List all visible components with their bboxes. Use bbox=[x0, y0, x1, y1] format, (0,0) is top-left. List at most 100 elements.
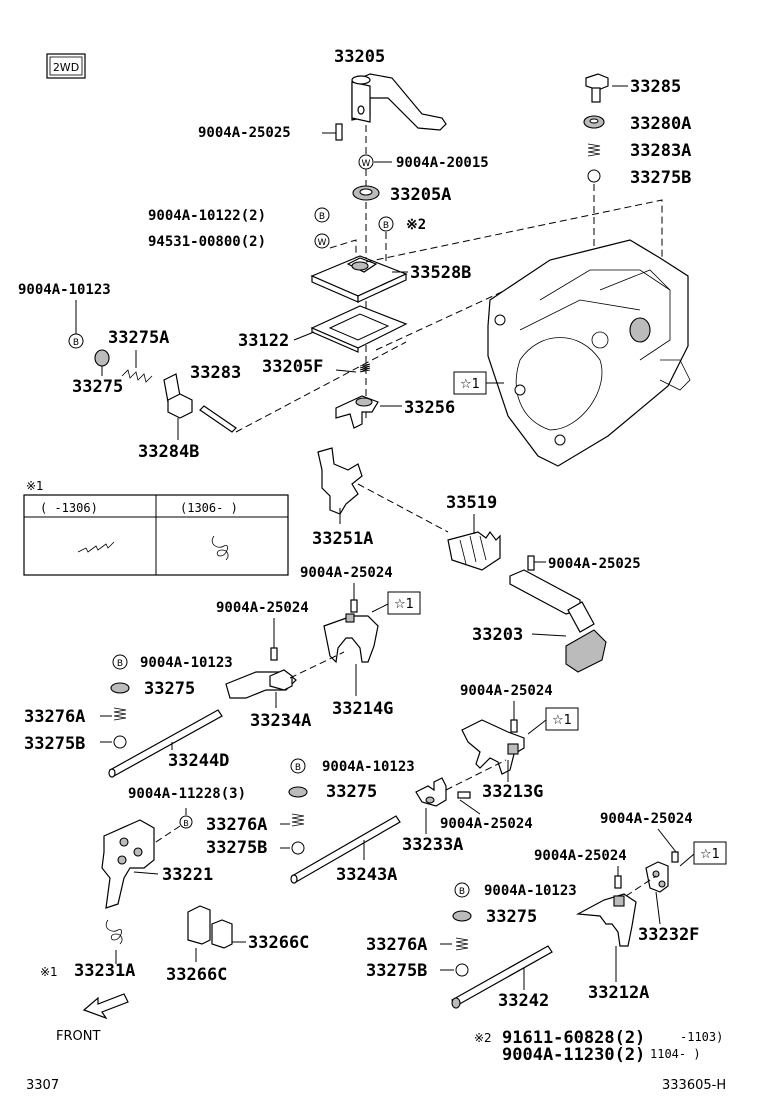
label-33256: 33256 bbox=[404, 398, 455, 418]
label-33275b-top: 33275B bbox=[630, 168, 691, 188]
bolt-b-icon-3 bbox=[378, 216, 394, 232]
star-marker-box-2 bbox=[387, 591, 421, 615]
spring-33231a bbox=[105, 919, 123, 945]
spring-33283a bbox=[587, 143, 601, 157]
label-9004a-10123-c: 9004A-10123 bbox=[322, 759, 415, 775]
note1-col1: ( -1306) bbox=[40, 501, 98, 515]
pin-9004a-25024-d bbox=[457, 791, 471, 799]
footnote2-mark: ※2 bbox=[474, 1031, 492, 1045]
spring-33276a-b bbox=[113, 707, 127, 721]
lever-33256 bbox=[335, 395, 379, 429]
front-label: FRONT bbox=[56, 1029, 100, 1044]
badge-2wd-box bbox=[46, 53, 86, 79]
rail-33243a bbox=[290, 815, 401, 884]
pin-9004a-25025-top bbox=[335, 123, 343, 141]
ball-33275b-b bbox=[113, 735, 127, 749]
gasket-33122 bbox=[310, 305, 408, 353]
label-33213g: 33213G bbox=[482, 782, 543, 802]
label-33275-d: 33275 bbox=[486, 907, 537, 927]
footnote2-line2: 9004A-11230(2) bbox=[502, 1045, 645, 1065]
label-33205: 33205 bbox=[334, 47, 385, 67]
washer-33275-d bbox=[452, 910, 472, 922]
label-9004a-25025-mid: 9004A-25025 bbox=[548, 556, 641, 572]
ball-33275b-d bbox=[455, 963, 469, 977]
bolt-b-icon-4 bbox=[68, 333, 84, 349]
label-9004a-25025-top: 9004A-25025 bbox=[198, 125, 291, 141]
label-33528b: 33528B bbox=[410, 263, 471, 283]
pin-33283 bbox=[199, 405, 237, 433]
label-33283: 33283 bbox=[190, 363, 241, 383]
label-33232f: 33232F bbox=[638, 925, 699, 945]
label-9004a-25024-d: 9004A-25024 bbox=[440, 816, 533, 832]
plate-33266c bbox=[187, 905, 233, 949]
note1-col2: (1306- ) bbox=[180, 501, 238, 515]
head-33233a bbox=[415, 777, 447, 807]
fork-33214g bbox=[323, 613, 379, 664]
star-marker-box-3 bbox=[545, 707, 579, 731]
footer-left: 3307 bbox=[26, 1078, 59, 1093]
label-33122: 33122 bbox=[238, 331, 289, 351]
rail-33244d bbox=[108, 709, 223, 778]
label-33266c-b: 33266C bbox=[166, 965, 227, 985]
rail-33242 bbox=[451, 945, 553, 1009]
ball-33275b-c bbox=[291, 841, 305, 855]
label-33234a: 33234A bbox=[250, 711, 311, 731]
svg-text:B: B bbox=[183, 819, 189, 828]
bolt-33285 bbox=[585, 73, 609, 103]
head-33234a bbox=[225, 669, 297, 699]
label-33276a-c: 33276A bbox=[206, 815, 267, 835]
footnote2-line2-range: 1104- ) bbox=[650, 1047, 701, 1061]
washer-33275-c bbox=[288, 786, 308, 798]
label-33242: 33242 bbox=[498, 991, 549, 1011]
note1-table bbox=[23, 494, 289, 576]
svg-text:B: B bbox=[319, 212, 325, 222]
lever-33203 bbox=[509, 569, 607, 673]
label-33284b: 33284B bbox=[138, 442, 199, 462]
svg-text:☆1: ☆1 bbox=[700, 847, 720, 862]
washer-w-icon bbox=[358, 154, 374, 170]
label-33275b-b: 33275B bbox=[24, 734, 85, 754]
label-33275-left: 33275 bbox=[72, 377, 123, 397]
label-9004a-10123-left: 9004A-10123 bbox=[18, 282, 111, 298]
label-94531: 94531-00800(2) bbox=[148, 234, 266, 250]
label-33275b-c: 33275B bbox=[206, 838, 267, 858]
pin-9004a-25025-mid bbox=[527, 555, 535, 571]
label-33276a-b: 33276A bbox=[24, 707, 85, 727]
svg-text:B: B bbox=[117, 659, 123, 669]
spring-33276a-c bbox=[291, 813, 305, 827]
label-33280a: 33280A bbox=[630, 114, 691, 134]
label-9004a-25024-a: 9004A-25024 bbox=[300, 565, 393, 581]
label-33212a: 33212A bbox=[588, 983, 649, 1003]
shift-lever-33205 bbox=[351, 73, 447, 131]
spring-33205f bbox=[359, 363, 371, 373]
transmission-case bbox=[487, 239, 691, 467]
lever-33251a bbox=[317, 447, 363, 515]
svg-text:B: B bbox=[295, 763, 301, 773]
label-note2-marker: ※2 bbox=[406, 217, 426, 233]
washer-w-icon-2 bbox=[314, 233, 330, 249]
label-9004a-25024-e: 9004A-25024 bbox=[600, 811, 693, 827]
head-33232f bbox=[645, 861, 669, 893]
label-9004a-20015: 9004A-20015 bbox=[396, 155, 489, 171]
label-33231a: 33231A bbox=[74, 961, 135, 981]
label-9004a-25024-c: 9004A-25024 bbox=[460, 683, 553, 699]
badge-2wd-text: 2WD bbox=[53, 61, 79, 74]
label-33251a: 33251A bbox=[312, 529, 373, 549]
cover-33528b bbox=[310, 255, 408, 303]
stopper-33284b bbox=[163, 373, 193, 419]
spring-33275a bbox=[121, 369, 153, 383]
front-arrow-icon bbox=[82, 993, 129, 1020]
label-33266c-a: 33266C bbox=[248, 933, 309, 953]
svg-text:☆1: ☆1 bbox=[552, 713, 572, 728]
label-9004a-10123-b: 9004A-10123 bbox=[140, 655, 233, 671]
label-33221: 33221 bbox=[162, 865, 213, 885]
label-33233a: 33233A bbox=[402, 835, 463, 855]
label-33205f: 33205F bbox=[262, 357, 323, 377]
housing-33221 bbox=[101, 819, 155, 909]
ball-33275-left bbox=[94, 349, 110, 367]
spring-33276a-d bbox=[455, 937, 469, 951]
label-9004a-11228: 9004A-11228(3) bbox=[128, 786, 246, 802]
label-note1-marker: ※1 bbox=[40, 965, 58, 979]
label-33275-c: 33275 bbox=[326, 782, 377, 802]
